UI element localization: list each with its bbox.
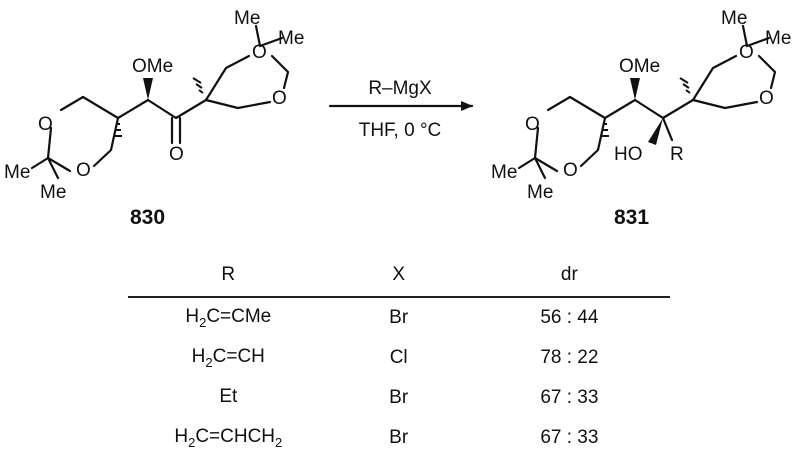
table-row: H2C=CHCH2 Br 67 : 33 bbox=[128, 418, 670, 458]
atom-label: Me bbox=[765, 28, 791, 49]
table-row: Et Br 67 : 33 bbox=[128, 378, 670, 418]
atom-label: Me bbox=[491, 162, 517, 183]
table-row: H2C=CMe Br 56 : 44 bbox=[128, 297, 670, 338]
reagent-label: R–MgX bbox=[368, 78, 432, 99]
atom-label: O bbox=[272, 88, 287, 109]
column-header-dr: dr bbox=[468, 254, 670, 298]
column-header-r: R bbox=[128, 254, 329, 298]
atom-label: O bbox=[252, 42, 267, 63]
table-row: H2C=CH Cl 78 : 22 bbox=[128, 338, 670, 378]
cell-dr: 67 : 33 bbox=[540, 427, 599, 448]
cell-dr: 56 : 44 bbox=[540, 307, 599, 328]
cell-dr: 78 : 22 bbox=[540, 347, 599, 368]
atom-label: Me bbox=[234, 8, 260, 29]
atom-label: O bbox=[759, 88, 774, 109]
hash-bond bbox=[114, 123, 122, 137]
cell-dr: 67 : 33 bbox=[540, 387, 599, 408]
atom-label: O bbox=[739, 42, 754, 63]
atom-label: OMe bbox=[132, 56, 173, 77]
atom-label: Me bbox=[527, 182, 553, 203]
reactant-830 bbox=[30, 24, 290, 180]
atom-label: O bbox=[169, 144, 184, 165]
cell-r: H2C=CH bbox=[191, 346, 265, 370]
atom-label: R bbox=[670, 144, 684, 165]
wedge-bond bbox=[143, 78, 153, 100]
cell-x: Br bbox=[389, 307, 409, 328]
atom-label: Me bbox=[721, 8, 747, 29]
atom-label: HO bbox=[614, 144, 643, 165]
conditions-label: THF, 0 °C bbox=[359, 120, 442, 141]
atom-label: O bbox=[38, 114, 53, 135]
cell-x: Br bbox=[389, 387, 409, 408]
cell-r: Et bbox=[219, 386, 238, 408]
atom-label: O bbox=[525, 114, 540, 135]
cell-x: Br bbox=[389, 427, 409, 448]
atom-label: Me bbox=[40, 182, 66, 203]
table-header-row: R X dr bbox=[128, 254, 670, 298]
atom-label: O bbox=[76, 160, 91, 181]
cell-r: H2C=CHCH2 bbox=[174, 426, 283, 450]
compound-label-830: 830 bbox=[130, 206, 165, 229]
atom-label: OMe bbox=[619, 56, 660, 77]
cell-x: Cl bbox=[389, 347, 408, 368]
atom-label: O bbox=[563, 160, 578, 181]
atom-label: Me bbox=[4, 162, 30, 183]
column-header-x: X bbox=[328, 254, 469, 298]
compound-label-831: 831 bbox=[614, 206, 649, 229]
atom-label: Me bbox=[278, 28, 304, 49]
cell-r: H2C=CMe bbox=[185, 306, 272, 330]
reaction-scheme: OMe O O O O O Me Me Me Me 830 R–MgX THF,… bbox=[4, 8, 791, 229]
results-table: R X dr H2C=CMe Br 56 : 44 H2C=CH Cl 78 :… bbox=[128, 254, 670, 458]
product-831 bbox=[517, 24, 777, 180]
